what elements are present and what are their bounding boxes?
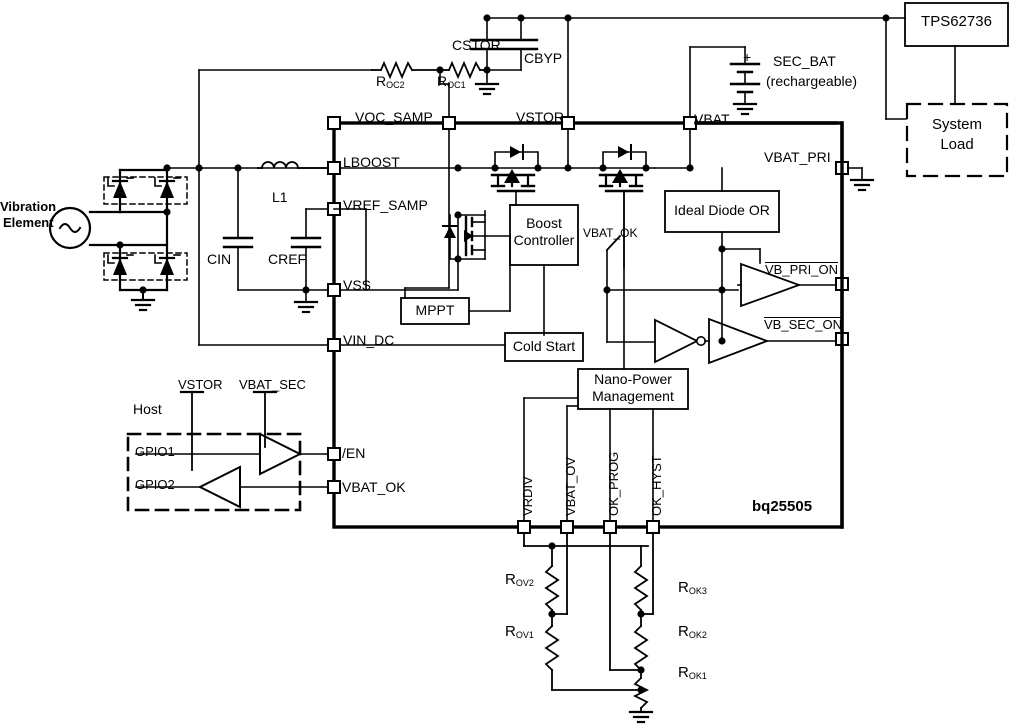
pin-label-vrdiv: VRDIV <box>520 476 535 516</box>
component-label-cbyp: CBYP <box>524 50 563 66</box>
pin-vss <box>327 283 341 297</box>
pin-label-vin-dc: VIN_DC <box>343 332 395 348</box>
component-label-cref: CREF <box>268 251 307 267</box>
pin-label-vb-pri-on: VB_PRI_ON <box>765 262 838 277</box>
system-load-block <box>905 102 1009 178</box>
pin-label-lboost: LBOOST <box>343 154 400 170</box>
tps62736-label: TPS62736 <box>921 13 992 30</box>
pin-vrdiv <box>517 520 531 534</box>
pin-vbat-ok <box>327 480 341 494</box>
resistor-label-rok3: ROK3 <box>678 579 707 596</box>
tps62736-block <box>904 2 1009 47</box>
system-load-label-1: System <box>931 116 982 133</box>
cold-start-block <box>504 332 584 362</box>
pin-label-vbat: VBAT <box>694 111 730 127</box>
resistor-label-roc1: ROC1 <box>437 73 466 90</box>
host-rail-label-vstor: VSTOR <box>178 377 223 392</box>
pin-label-vbat-ok: VBAT_OK <box>342 479 406 495</box>
host-title: Host <box>133 401 162 417</box>
pin-label-vb-sec-on: VB_SEC_ON <box>764 317 843 332</box>
ac-source-symbol <box>48 206 92 250</box>
pin-ok-hyst <box>646 520 660 534</box>
host-gpio1-label: GPIO1 <box>135 444 175 459</box>
internal-label-vbat-ok: VBAT_OK <box>583 226 638 240</box>
nano-power-block <box>577 368 689 410</box>
pin-label-ok-prog: OK_PROG <box>606 451 621 516</box>
host-buffer-2 <box>197 465 241 509</box>
pin-label-vstor: VSTOR <box>516 109 564 125</box>
vb-sec-on-buffer <box>708 317 770 365</box>
pin-label-vbat-ov: VBAT_OV <box>563 456 578 516</box>
pin-label-voc-samp: VOC_SAMP <box>355 109 433 125</box>
ic-name-label: bq25505 <box>752 498 813 515</box>
pin-vbat-ov <box>560 520 574 534</box>
resistor-label-roc2: ROC2 <box>376 73 405 90</box>
pin-en <box>327 447 341 461</box>
resistor-label-rov2: ROV2 <box>505 571 534 588</box>
host-rail-label-vbat-sec: VBAT_SEC <box>239 377 306 392</box>
block-label-management: Management <box>592 388 674 404</box>
host-buffer-1 <box>259 432 303 476</box>
resistor-label-rok1: ROK1 <box>678 664 707 681</box>
block-label-cold-start: Cold Start <box>512 338 576 354</box>
block-label-mppt: MPPT <box>415 302 455 318</box>
resistor-label-rok2: ROK2 <box>678 623 707 640</box>
pin-vin-dc <box>327 338 341 352</box>
component-label-l1: L1 <box>272 189 288 205</box>
source-label-line2: Element <box>3 215 54 230</box>
pin-label-vref-samp: VREF_SAMP <box>343 197 428 213</box>
pin-label-en: /EN <box>342 445 366 461</box>
block-label-boost: Boost <box>526 215 562 231</box>
resistor-label-rov1: ROV1 <box>505 623 534 640</box>
system-load-label-2: Load <box>940 136 974 153</box>
component-label-cstor: CSTOR <box>452 37 501 53</box>
host-gpio2-label: GPIO2 <box>135 477 175 492</box>
battery-label-name: SEC_BAT <box>773 53 836 69</box>
inverter-gate <box>654 318 700 364</box>
pin-label-vbat-pri: VBAT_PRI <box>764 149 831 165</box>
source-label-line1: Vibration <box>0 199 57 214</box>
block-label-nano-power: Nano-Power <box>594 371 672 387</box>
pin-label-ok-hyst: OK_HYST <box>649 455 664 516</box>
pin-ok-prog <box>603 520 617 534</box>
host-block-outline <box>126 432 302 512</box>
pin-lboost <box>327 161 341 175</box>
battery-polarity-label: + <box>743 49 752 65</box>
battery-label-note: (rechargeable) <box>766 73 858 89</box>
component-label-cin: CIN <box>207 251 232 267</box>
block-label-controller: Controller <box>513 232 575 248</box>
pin-voc-samp <box>327 116 341 130</box>
pin-label-vss: VSS <box>343 277 372 293</box>
block-label-ideal-diode-or: Ideal Diode OR <box>674 202 770 218</box>
pin-voc-samp-top <box>442 116 456 130</box>
